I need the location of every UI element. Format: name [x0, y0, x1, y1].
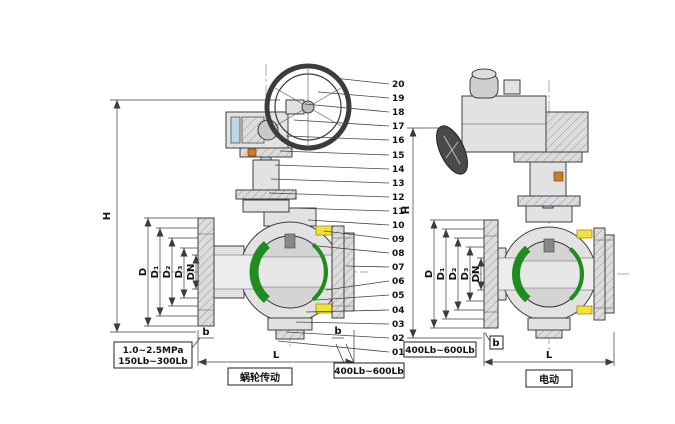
callout-03: 03 — [392, 320, 405, 330]
callout-09: 09 — [392, 235, 405, 245]
right-dim-D3: D₃ — [460, 268, 471, 281]
right-rating-label: 400Lb~600Lb — [405, 346, 475, 356]
right-packing-gland — [553, 171, 564, 182]
left-dim-D1: D₁ — [150, 266, 161, 279]
left-bottom-cover — [275, 329, 305, 340]
right-dim-DN: DN — [471, 266, 482, 283]
callout-05: 05 — [392, 291, 405, 301]
right-drive-type-label: 电动 — [539, 373, 559, 386]
right-outlet-flange — [593, 227, 606, 321]
right-seat-yellow-bottom — [576, 305, 593, 315]
callout-08: 08 — [392, 249, 405, 259]
callout-17: 17 — [392, 122, 405, 132]
left-drive-type-label: 蜗轮传动 — [240, 371, 280, 384]
handwheel-rim — [264, 63, 352, 151]
left-seat-yellow-top — [315, 225, 333, 236]
left-ball-bore — [255, 256, 325, 288]
right-dim-D: D — [424, 270, 435, 278]
callout-numbers: 20 19 18 17 16 15 14 13 12 11 10 09 08 0… — [392, 80, 405, 358]
right-ball-bore — [517, 260, 581, 289]
worm-shaft — [285, 99, 305, 115]
left-mating-flange — [343, 232, 355, 312]
right-valve-dimensions: H D D₁ D₂ D₃ DN L b 400Lb~600Lb 电动 — [401, 127, 615, 388]
pressure-rating-lb: 150Lb~300Lb — [118, 357, 188, 367]
callout-10: 10 — [392, 221, 405, 231]
right-valve-electric — [436, 68, 615, 339]
right-seat-ring-green-right — [568, 247, 584, 301]
right-valve-body — [483, 203, 615, 339]
right-seat-yellow-top — [576, 229, 593, 239]
right-flange-bolt-lines — [484, 235, 614, 313]
callout-11: 11 — [392, 207, 405, 217]
electric-actuator — [436, 68, 589, 175]
right-stem-slot — [543, 238, 555, 253]
handwheel-hub — [301, 100, 315, 114]
left-trunnion — [267, 317, 313, 331]
left-seat-ring-green — [249, 240, 270, 304]
callout-16: 16 — [392, 136, 405, 146]
callout-19: 19 — [392, 94, 405, 104]
right-dim-b-box — [489, 335, 504, 350]
right-dim-D2: D₂ — [448, 268, 459, 281]
callout-leader-lines — [268, 77, 390, 353]
override-wheel-spokes — [443, 135, 461, 165]
left-dim-b-right: b — [334, 326, 341, 337]
callout-07: 07 — [392, 263, 405, 273]
left-dim-DN: DN — [186, 264, 197, 281]
flange-bolt-lines — [198, 233, 354, 311]
right-valve-bracket — [513, 151, 583, 209]
left-valve-body — [197, 207, 355, 340]
callout-02: 02 — [392, 334, 405, 344]
left-packing-gland — [247, 148, 257, 157]
callout-06: 06 — [392, 277, 405, 287]
motor-cap — [471, 68, 497, 80]
gear-shaft — [230, 116, 241, 144]
right-dim-H: H — [401, 206, 412, 214]
left-dim-D3: D₃ — [174, 266, 185, 279]
callout-12: 12 — [392, 193, 405, 203]
right-trunnion — [527, 317, 571, 331]
left-dim-D: D — [138, 268, 149, 276]
callout-15: 15 — [392, 151, 405, 161]
actuator-terminal-box — [545, 111, 589, 153]
left-yoke-plate-mid — [235, 189, 297, 200]
left-bonnet-flange — [242, 199, 290, 213]
right-seat-ring-green — [512, 245, 531, 303]
callout-13: 13 — [392, 179, 405, 189]
left-stem-slot — [284, 233, 296, 249]
left-yoke-column — [252, 159, 280, 191]
right-dim-b: b — [492, 338, 499, 349]
right-dim-D1: D₁ — [436, 268, 447, 281]
right-mating-flange — [604, 234, 615, 314]
left-outlet-flange — [331, 225, 345, 319]
actuator-knob — [503, 79, 521, 95]
left-seat-ring-green-right — [311, 242, 328, 302]
pressure-rating-box — [113, 341, 193, 369]
right-bracket-plate-top — [513, 151, 583, 163]
right-rating-box — [403, 341, 477, 358]
left-dim-D2: D₂ — [162, 266, 173, 279]
callout-01: 01 — [392, 348, 405, 358]
left-rating-box — [333, 362, 405, 379]
left-drive-type-box — [227, 367, 293, 386]
left-dim-H: H — [102, 212, 113, 220]
left-valve-gearbox — [225, 99, 305, 149]
right-dim-L: L — [546, 350, 553, 361]
callout-20: 20 — [392, 80, 405, 90]
right-bottom-cover — [535, 329, 563, 339]
left-rating-label: 400Lb~600Lb — [334, 367, 404, 377]
pressure-rating-mpa: 1.0~2.5MPa — [123, 346, 184, 356]
callout-18: 18 — [392, 108, 405, 118]
left-valve-worm-gear — [197, 63, 355, 340]
right-drive-type-box — [525, 369, 573, 388]
right-bracket-plate-bottom — [517, 195, 581, 207]
left-dim-L: L — [273, 350, 280, 361]
callout-04: 04 — [392, 306, 405, 316]
left-dim-b-left: b — [202, 327, 209, 338]
callout-14: 14 — [392, 165, 405, 175]
left-valve-dimensions: H D D₁ D₂ D₃ DN L b b 1.0~2.5MPa 150Lb~3 — [102, 99, 405, 386]
left-valve-yoke — [235, 147, 297, 213]
left-valve-handwheel — [264, 63, 352, 151]
